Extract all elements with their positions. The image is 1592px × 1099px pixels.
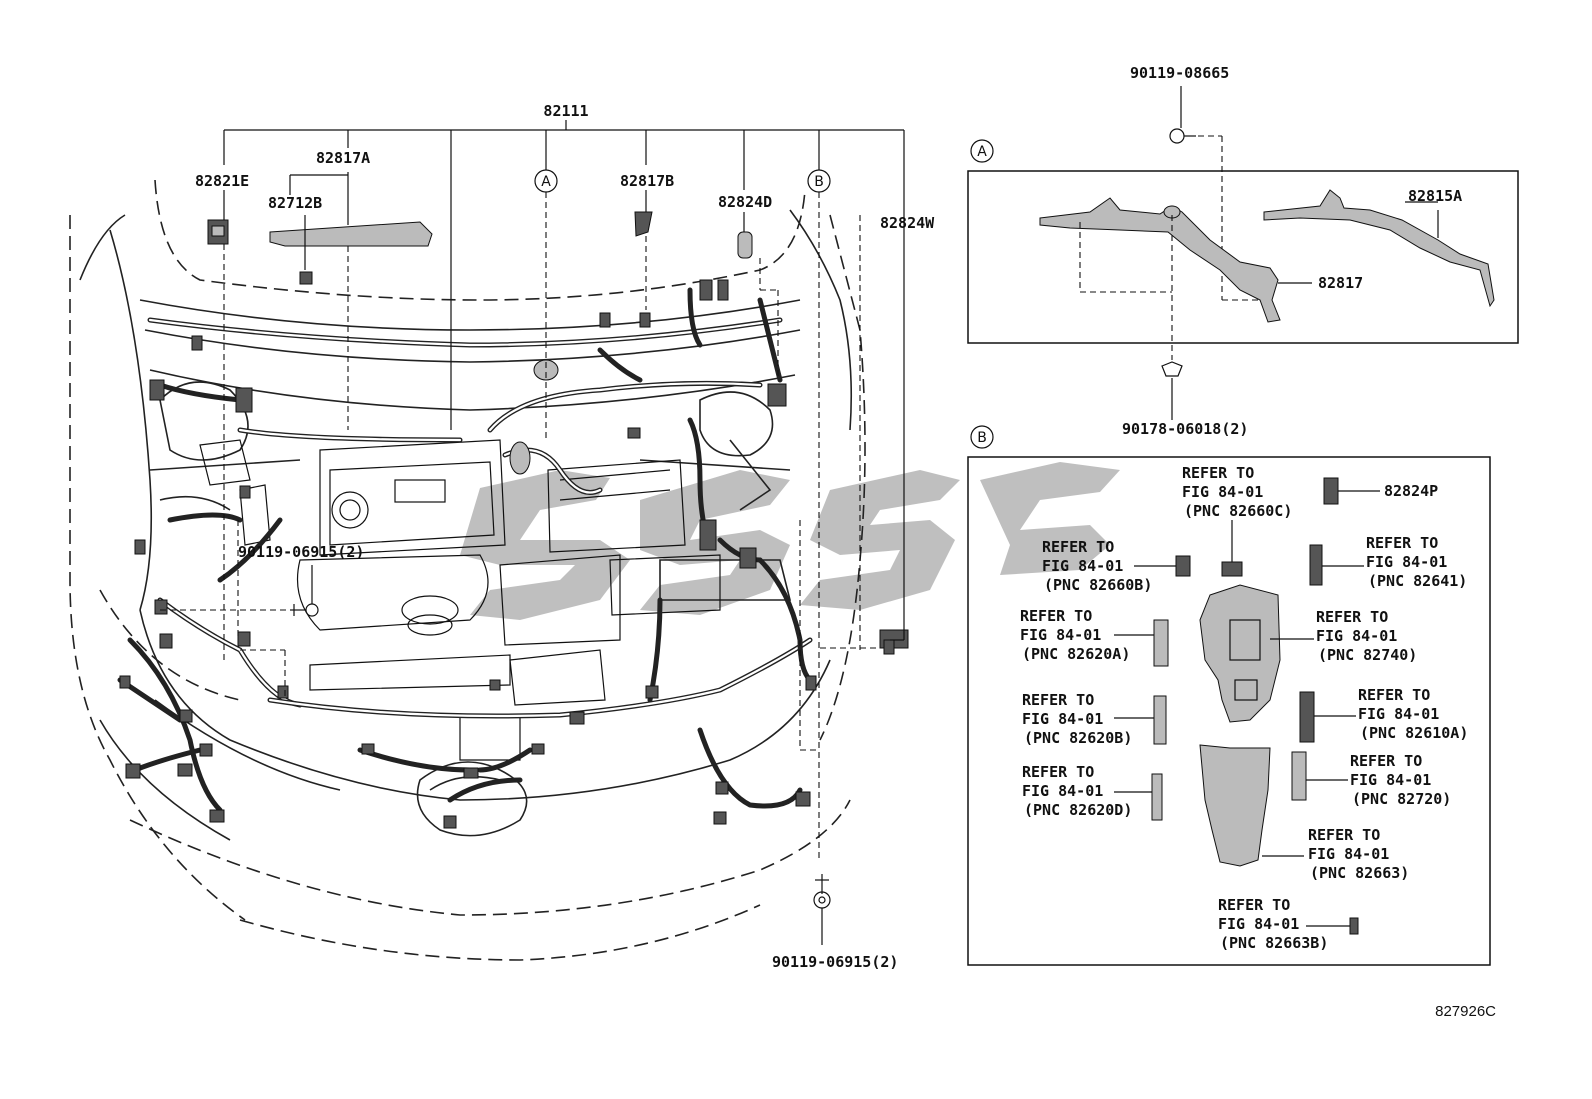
- grommet-82824d-icon: [737, 231, 753, 259]
- label-82821e: 82821E: [195, 172, 249, 190]
- svg-text:FIG 84-01: FIG 84-01: [1308, 845, 1389, 863]
- connector-82641-icon: [1309, 544, 1323, 586]
- svg-text:A: A: [541, 174, 551, 190]
- ref-82610a: REFER TO FIG 84-01 (PNC 82610A): [1358, 686, 1468, 742]
- svg-text:(PNC 82620B): (PNC 82620B): [1024, 729, 1132, 747]
- connector-82660b-icon: [1175, 555, 1191, 577]
- detail-b-panel: B 82824P REFER TO: [967, 425, 1491, 966]
- vehicle-connectors: [119, 211, 909, 829]
- svg-text:FIG 84-01: FIG 84-01: [1316, 627, 1397, 645]
- label-bolt-mid: 90119-06915(2): [238, 543, 364, 561]
- ref-82663b: REFER TO FIG 84-01 (PNC 82663B): [1218, 896, 1328, 952]
- svg-text:REFER TO: REFER TO: [1022, 763, 1094, 781]
- svg-text:FIG 84-01: FIG 84-01: [1358, 705, 1439, 723]
- svg-text:(PNC 82610A): (PNC 82610A): [1360, 724, 1468, 742]
- ref-82740: REFER TO FIG 84-01 (PNC 82740): [1316, 608, 1417, 664]
- detail-a-label: A: [977, 144, 987, 160]
- circle-label-b: B: [807, 169, 831, 193]
- engine-assembly: [199, 439, 721, 761]
- svg-text:FIG 84-01: FIG 84-01: [1182, 483, 1263, 501]
- svg-text:REFER TO: REFER TO: [1042, 538, 1114, 556]
- svg-text:FIG 84-01: FIG 84-01: [1022, 782, 1103, 800]
- svg-text:FIG 84-01: FIG 84-01: [1350, 771, 1431, 789]
- detail-b-label: B: [977, 430, 987, 446]
- label-82824d: 82824D: [718, 193, 772, 211]
- circle-label-a: A: [534, 169, 558, 193]
- svg-text:(PNC 82740): (PNC 82740): [1318, 646, 1417, 664]
- svg-text:FIG 84-01: FIG 84-01: [1022, 710, 1103, 728]
- label-82111: 82111: [543, 102, 588, 120]
- detail-a-82815a-label: 82815A: [1408, 187, 1462, 205]
- svg-text:FIG 84-01: FIG 84-01: [1042, 557, 1123, 575]
- label-bolt-bottom: 90119-06915(2): [772, 953, 898, 971]
- ref-82620b: REFER TO FIG 84-01 (PNC 82620B): [1022, 691, 1132, 747]
- watermark-logo: [460, 462, 1120, 620]
- clip-bottom-icon: [1161, 361, 1183, 420]
- svg-text:REFER TO: REFER TO: [1218, 896, 1290, 914]
- svg-text:(PNC 82620A): (PNC 82620A): [1022, 645, 1130, 663]
- svg-text:REFER TO: REFER TO: [1308, 826, 1380, 844]
- bolt-top-icon: [1169, 128, 1222, 144]
- label-82824w: 82824W: [880, 214, 935, 232]
- detail-b-82824p-label: 82824P: [1384, 482, 1438, 500]
- svg-text:REFER TO: REFER TO: [1020, 607, 1092, 625]
- label-82817b: 82817B: [620, 172, 674, 190]
- svg-text:REFER TO: REFER TO: [1022, 691, 1094, 709]
- detail-a-top-bolt-label: 90119-08665: [1130, 64, 1229, 82]
- svg-text:REFER TO: REFER TO: [1350, 752, 1422, 770]
- ref-82663: REFER TO FIG 84-01 (PNC 82663): [1308, 826, 1409, 882]
- ref-82620a: REFER TO FIG 84-01 (PNC 82620A): [1020, 607, 1130, 663]
- svg-text:FIG 84-01: FIG 84-01: [1020, 626, 1101, 644]
- bolt-mid-icon: [290, 603, 319, 617]
- label-82817a: 82817A: [316, 149, 370, 167]
- junction-block-82663-icon: [1199, 744, 1271, 867]
- protector-82817b-icon: [634, 211, 653, 237]
- connector-82610a-icon: [1299, 691, 1315, 743]
- ref-82720: REFER TO FIG 84-01 (PNC 82720): [1350, 752, 1451, 808]
- svg-text:(PNC 82620D): (PNC 82620D): [1024, 801, 1132, 819]
- svg-text:(PNC 82663B): (PNC 82663B): [1220, 934, 1328, 952]
- figure-code: 827926C: [1435, 1003, 1496, 1020]
- svg-text:REFER TO: REFER TO: [1366, 534, 1438, 552]
- connector-82663b-icon: [1349, 917, 1359, 935]
- wire-harness: [117, 287, 813, 813]
- svg-text:(PNC 82720): (PNC 82720): [1352, 790, 1451, 808]
- svg-text:REFER TO: REFER TO: [1182, 464, 1254, 482]
- ref-82660b: REFER TO FIG 84-01 (PNC 82660B): [1042, 538, 1152, 594]
- relay-block-82740-icon: [1199, 584, 1281, 723]
- svg-text:B: B: [814, 174, 824, 190]
- svg-text:REFER TO: REFER TO: [1358, 686, 1430, 704]
- bolt-bottom-icon: [813, 874, 831, 909]
- leader-lines: [160, 120, 905, 945]
- svg-text:(PNC 82641): (PNC 82641): [1368, 572, 1467, 590]
- connector-82620a-icon: [1153, 619, 1169, 667]
- svg-text:FIG 84-01: FIG 84-01: [1366, 553, 1447, 571]
- connector-82720-icon: [1291, 751, 1307, 801]
- ref-82620d: REFER TO FIG 84-01 (PNC 82620D): [1022, 763, 1132, 819]
- protector-82815a-icon: [1263, 189, 1495, 308]
- svg-text:(PNC 82663): (PNC 82663): [1310, 864, 1409, 882]
- svg-text:REFER TO: REFER TO: [1316, 608, 1388, 626]
- protector-82817-icon: [1039, 197, 1281, 323]
- ref-82641: REFER TO FIG 84-01 (PNC 82641): [1366, 534, 1467, 590]
- label-82712b: 82712B: [268, 194, 322, 212]
- ref-82660c: REFER TO FIG 84-01 (PNC 82660C): [1182, 464, 1292, 520]
- detail-a-82817-label: 82817: [1318, 274, 1363, 292]
- detail-a-panel: A 90119-08665 82817 82815A 90178-06018(2…: [967, 64, 1519, 438]
- protector-82817a-icon: [269, 221, 433, 247]
- svg-text:(PNC 82660C): (PNC 82660C): [1184, 502, 1292, 520]
- connector-82620b-icon: [1153, 695, 1167, 745]
- svg-text:(PNC 82660B): (PNC 82660B): [1044, 576, 1152, 594]
- svg-text:FIG 84-01: FIG 84-01: [1218, 915, 1299, 933]
- detail-a-clip-label: 90178-06018(2): [1122, 420, 1248, 438]
- clamp-82712b-icon: [299, 271, 313, 285]
- connector-82620d-icon: [1151, 773, 1163, 821]
- connector-82824p-icon: [1323, 477, 1339, 505]
